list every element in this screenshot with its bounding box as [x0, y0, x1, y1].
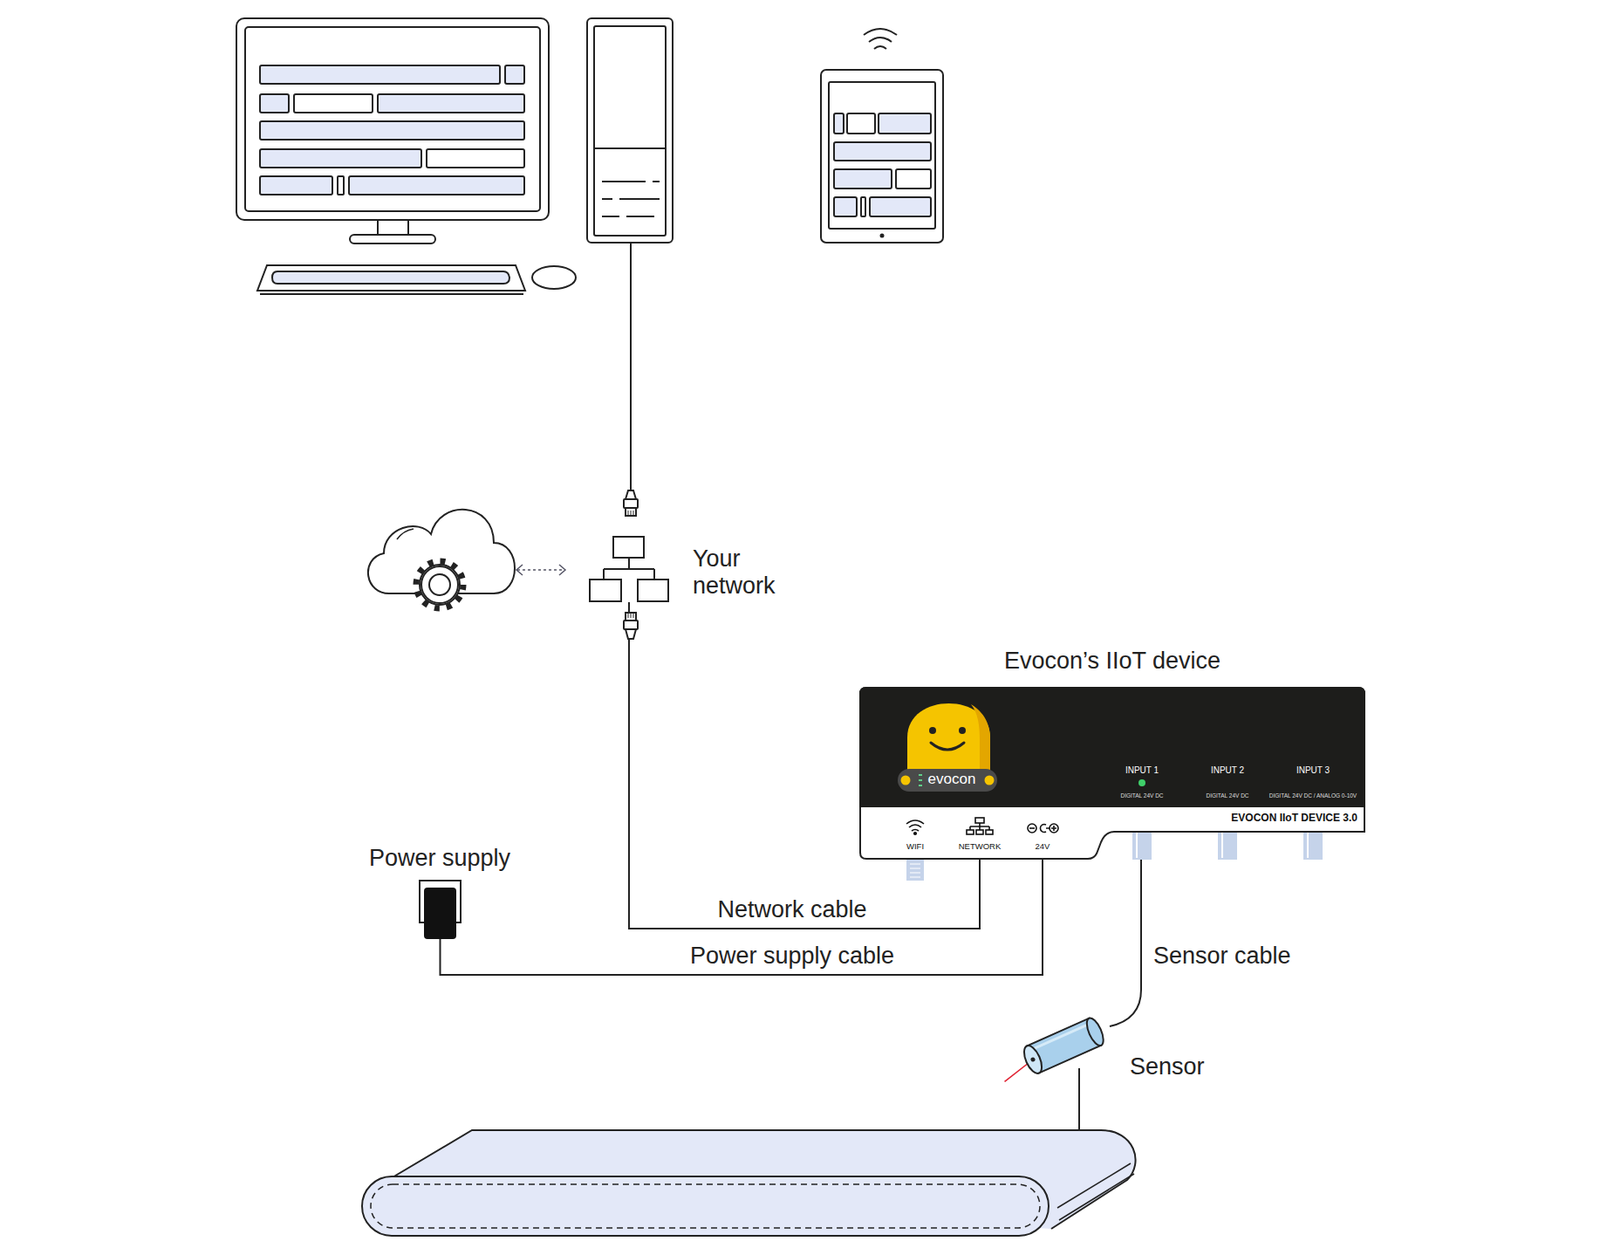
- port-label: 24V: [1035, 841, 1051, 852]
- conveyor-belt: [362, 1129, 1136, 1236]
- desktop-monitor: [236, 18, 549, 244]
- tower-pc: [587, 18, 673, 243]
- input-label: INPUT 3: [1296, 765, 1330, 776]
- model-name: EVOCON IIoT DEVICE 3.0: [1230, 812, 1358, 825]
- node-heading: Evocon’s IIoT device: [1004, 647, 1221, 675]
- cable-connector: [1109, 859, 1142, 1026]
- node-heading: Power supply: [369, 844, 511, 872]
- cable-label: Network cable: [713, 895, 870, 924]
- input-label: INPUT 1: [1125, 765, 1159, 776]
- network-plug: [623, 490, 638, 516]
- port-icons: [906, 817, 1059, 835]
- power-adapter: [418, 879, 462, 939]
- sync-arrow: [516, 564, 566, 575]
- network-switch: Your network: [588, 535, 670, 602]
- sensor-cylinder: [1011, 1011, 1110, 1082]
- cable-connector: [440, 859, 1044, 975]
- sensor-mount-line: [1078, 1067, 1081, 1131]
- sensor: Sensor: [1011, 1011, 1110, 1082]
- cable-label: Power supply cable: [686, 942, 898, 970]
- network-switch-icon: [588, 535, 670, 602]
- network-plug: [623, 612, 638, 639]
- input-ports: [1132, 827, 1323, 860]
- status-led: [1138, 779, 1146, 787]
- input-label: INPUT 2: [1210, 765, 1245, 776]
- input-spec: DIGITAL 24V DC: [1205, 792, 1249, 799]
- cable-line: [1109, 859, 1142, 1026]
- mouse: [532, 266, 576, 289]
- input-spec: DIGITAL 24V DC / ANALOG 0-10V: [1269, 792, 1357, 799]
- cloud-service: [368, 509, 515, 609]
- power-supply: Power supply: [418, 879, 462, 939]
- iiot-device: Evocon’s IIoT deviceevoconINPUT 1DIGITAL…: [859, 686, 1366, 860]
- port-label: WIFI: [906, 841, 924, 852]
- port-label: NETWORK: [958, 841, 1002, 852]
- wifi-antenna: [906, 859, 924, 881]
- tablet: [820, 28, 944, 243]
- node-heading: Your network: [692, 545, 798, 600]
- cable-line: [440, 859, 1044, 975]
- input-spec: DIGITAL 24V DC: [1120, 792, 1163, 799]
- evocon-mascot: [897, 703, 998, 792]
- keyboard: [257, 265, 526, 295]
- cable-label: Sensor cable: [1149, 942, 1295, 970]
- brand-logo: evocon: [928, 770, 977, 788]
- node-heading: Sensor: [1129, 1052, 1205, 1081]
- pc-network-cable: [629, 242, 632, 491]
